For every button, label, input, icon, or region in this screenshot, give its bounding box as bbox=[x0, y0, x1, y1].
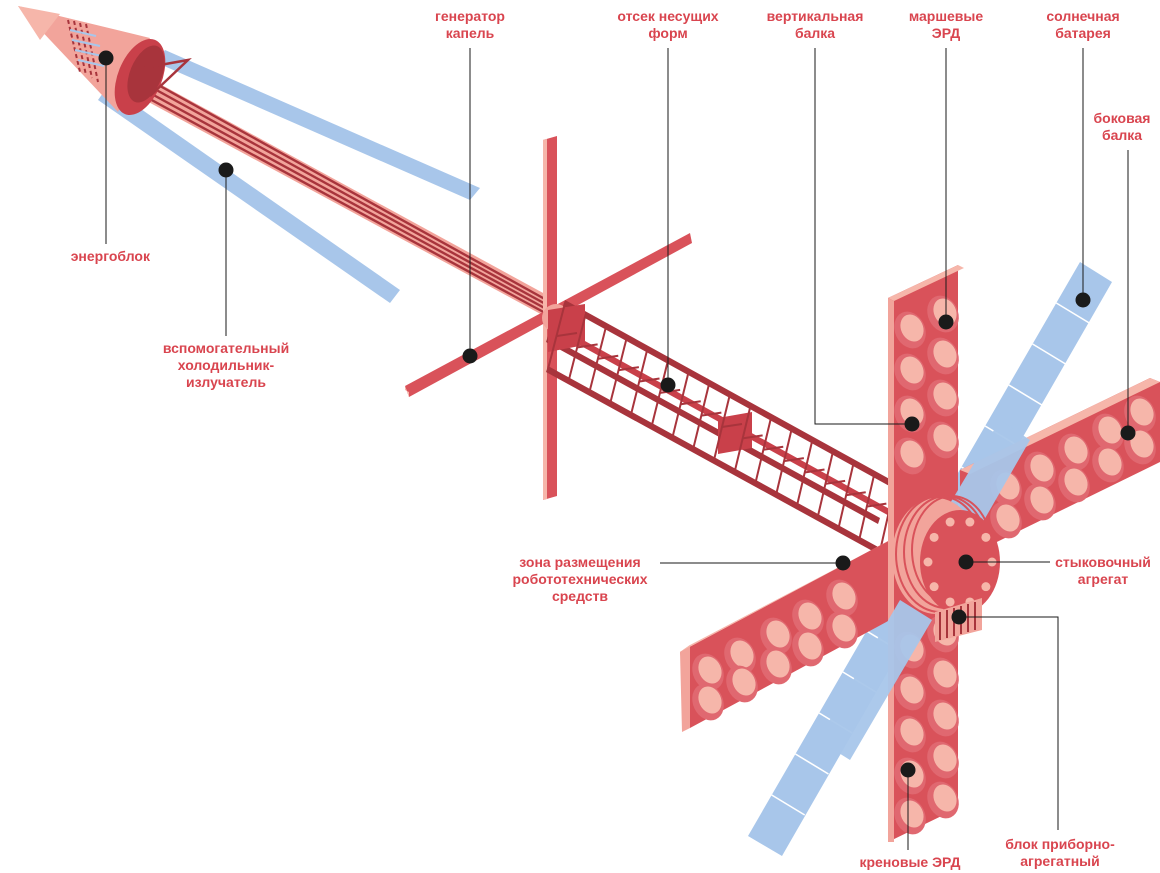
label-aux-radiator: вспомогательный холодильник- излучатель bbox=[162, 340, 290, 390]
marker-docking-unit bbox=[958, 554, 974, 570]
leader-vertical-beam bbox=[814, 48, 912, 425]
label-solar-array: солнечная батарея bbox=[1046, 8, 1120, 41]
marker-robotics-zone bbox=[835, 555, 851, 571]
marker-side-beam bbox=[1120, 425, 1136, 441]
aux-radiator bbox=[98, 50, 480, 303]
marker-solar-array bbox=[1075, 292, 1091, 308]
marker-power-unit bbox=[98, 50, 114, 66]
power-unit bbox=[18, 6, 192, 115]
label-docking-unit: стыковочный агрегат bbox=[1055, 554, 1151, 587]
main-boom bbox=[130, 72, 556, 318]
marker-roll-thrusters bbox=[900, 762, 916, 778]
label-side-beam: боковая балка bbox=[1093, 110, 1151, 143]
label-main-thrusters: маршевые ЭРД bbox=[908, 8, 984, 41]
markers bbox=[98, 50, 1136, 778]
leader-lines bbox=[105, 48, 1129, 850]
docking-unit bbox=[892, 495, 1000, 642]
marker-molds-bay bbox=[660, 377, 676, 393]
label-robotics-zone: зона размещения робототехнических средст… bbox=[512, 554, 648, 604]
marker-main-thrusters bbox=[938, 314, 954, 330]
molds-bay-truss bbox=[546, 300, 908, 554]
label-molds-bay: отсек несущих форм bbox=[617, 8, 719, 41]
marker-aux-radiator bbox=[218, 162, 234, 178]
label-roll-thrusters: креновые ЭРД bbox=[859, 854, 961, 870]
leader-instrument-unit bbox=[959, 616, 1059, 830]
label-vertical-beam: вертикальная балка bbox=[766, 8, 864, 41]
marker-instrument-unit bbox=[951, 609, 967, 625]
label-drop-generator: генератор капель bbox=[435, 8, 505, 41]
label-instrument-unit: блок приборно- агрегатный bbox=[1005, 836, 1115, 869]
marker-vertical-beam bbox=[904, 416, 920, 432]
label-power-unit: энергоблок bbox=[70, 248, 150, 264]
marker-drop-generator bbox=[462, 348, 478, 364]
